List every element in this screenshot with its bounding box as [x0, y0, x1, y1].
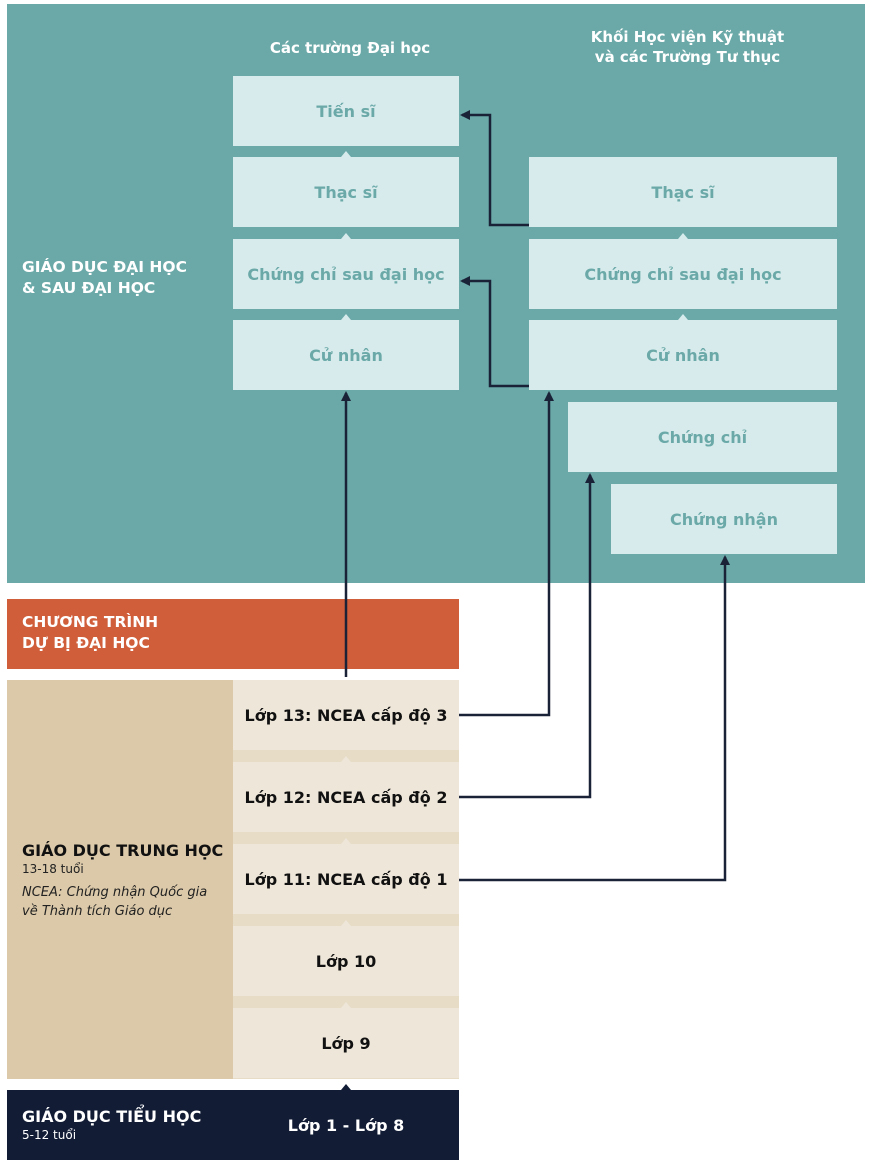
- arrow-to-certificate: [459, 473, 595, 799]
- foundation-panel: [7, 599, 459, 669]
- institute-postgrad-certificate: Chứng chỉ sau đại học: [529, 239, 837, 309]
- institute-bachelor: Cử nhân: [529, 320, 837, 390]
- universities-header: Các trường Đại học: [269, 39, 431, 57]
- arrow-bachelor-to-postgrad: [460, 276, 529, 388]
- primary-years: Lớp 1 - Lớp 8: [287, 1115, 405, 1135]
- university-bachelor: Cử nhân: [233, 320, 459, 390]
- ncea-note: NCEA: Chứng nhận Quốc gia về Thành tích …: [22, 885, 208, 919]
- level-chevrons: [341, 151, 688, 320]
- secondary-age: 13-18 tuổi: [22, 862, 84, 876]
- institutes-header: Khối Học viện Kỹ thuật và các Trường Tư …: [590, 28, 785, 66]
- year-13-ncea-3: Lớp 13: NCEA cấp độ 3: [233, 680, 459, 750]
- secondary-title: GIÁO DỤC TRUNG HỌC: [22, 841, 224, 860]
- year-9: Lớp 9: [233, 1008, 459, 1078]
- primary-title: GIÁO DỤC TIỂU HỌC: [22, 1107, 202, 1126]
- university-doctorate: Tiến sĩ: [233, 76, 459, 146]
- institute-diploma: Chứng nhận: [611, 484, 837, 554]
- institute-certificate: Chứng chỉ: [568, 402, 837, 472]
- university-masters: Thạc sĩ: [233, 157, 459, 227]
- year-12-ncea-2: Lớp 12: NCEA cấp độ 2: [233, 762, 459, 832]
- primary-age: 5-12 tuổi: [22, 1128, 77, 1142]
- institute-masters: Thạc sĩ: [529, 157, 837, 227]
- secondary-label: GIÁO DỤC TRUNG HỌC 13-18 tuổi NCEA: Chứn…: [22, 840, 232, 921]
- foundation-label: CHƯƠNG TRÌNH DỰ BỊ ĐẠI HỌC: [22, 613, 159, 652]
- secondary-chevrons: [341, 756, 351, 1008]
- year-10: Lớp 10: [233, 926, 459, 996]
- primary-panel: [7, 1090, 459, 1160]
- arrow-masters-to-doctorate: [460, 110, 529, 227]
- arrow-to-institute-bachelor: [459, 391, 554, 717]
- primary-label: GIÁO DỤC TIỂU HỌC 5-12 tuổi: [22, 1106, 232, 1143]
- year-11-ncea-1: Lớp 11: NCEA cấp độ 1: [233, 844, 459, 914]
- university-postgrad-certificate: Chứng chỉ sau đại học: [233, 239, 459, 309]
- primary-chevron: [341, 1084, 351, 1090]
- higher-education-label: GIÁO DỤC ĐẠI HỌC & SAU ĐẠI HỌC: [22, 258, 187, 297]
- arrow-to-diploma: [459, 555, 730, 882]
